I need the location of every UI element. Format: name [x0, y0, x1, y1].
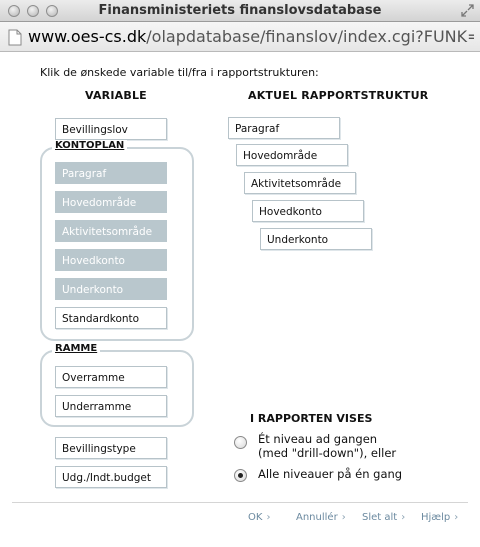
rapport-item-aktivitetsomraade[interactable]: Aktivitetsområde [244, 172, 356, 194]
url-domain: www.oes-cs.dk [28, 27, 147, 46]
variable-paragraf[interactable]: Paragraf [55, 162, 167, 184]
help-label: Hjælp [421, 512, 451, 523]
zoom-window-button[interactable] [46, 5, 58, 17]
variable-heading: VARIABLE [85, 89, 147, 102]
ok-label: OK [248, 512, 263, 523]
close-window-button[interactable] [8, 5, 20, 17]
clear-all-label: Slet alt [362, 512, 398, 523]
fullscreen-icon[interactable] [461, 4, 474, 17]
vises-heading: I RAPPORTEN VISES [250, 412, 373, 425]
chevron-right-icon: › [341, 512, 346, 523]
ok-button[interactable]: OK› [248, 512, 270, 523]
rapport-item-hovedkonto[interactable]: Hovedkonto [252, 200, 364, 222]
url-text[interactable]: www.oes-cs.dk/olapdatabase/finanslov/ind… [28, 27, 474, 46]
page-icon [8, 29, 22, 46]
window-titlebar: Finansministeriets finanslovsdatabase [0, 0, 480, 22]
chevron-right-icon: › [401, 512, 406, 523]
instruction-text: Klik de ønskede variable til/fra i rappo… [40, 66, 319, 79]
window-title: Finansministeriets finanslovsdatabase [98, 3, 382, 18]
rapport-heading: AKTUEL RAPPORTSTRUKTUR [248, 89, 429, 102]
clear-all-button[interactable]: Slet alt› [362, 512, 405, 523]
radio-one-level-line1: Ét niveau ad gangen [258, 432, 378, 446]
variable-budget[interactable]: Udg./Indt.budget [55, 466, 167, 488]
url-path: /olapdatabase/finanslov/index.cgi?FUNK=S… [146, 27, 474, 46]
ramme-label: RAMME [52, 343, 101, 354]
variable-aktivitetsomraade[interactable]: Aktivitetsområde [55, 220, 167, 242]
radio-one-level[interactable] [234, 436, 247, 449]
variable-hovedkonto[interactable]: Hovedkonto [55, 249, 167, 271]
chevron-right-icon: › [266, 512, 271, 523]
variable-bevillingstype[interactable]: Bevillingstype [55, 437, 167, 459]
minimize-window-button[interactable] [27, 5, 39, 17]
rapport-item-paragraf[interactable]: Paragraf [228, 117, 340, 139]
variable-bevillingslov[interactable]: Bevillingslov [55, 118, 167, 140]
help-button[interactable]: Hjælp› [421, 512, 458, 523]
kontoplan-label: KONTOPLAN [52, 140, 128, 151]
variable-underramme[interactable]: Underramme [55, 395, 167, 417]
radio-all-levels[interactable] [234, 469, 247, 482]
radio-all-levels-label[interactable]: Alle niveauer på én gang [258, 467, 403, 481]
variable-underkonto[interactable]: Underkonto [55, 278, 167, 300]
address-bar[interactable]: www.oes-cs.dk/olapdatabase/finanslov/ind… [0, 22, 480, 52]
cancel-label: Annullér [296, 512, 338, 523]
ramme-group [40, 350, 194, 427]
cancel-button[interactable]: Annullér› [296, 512, 346, 523]
footer-divider [12, 502, 468, 503]
radio-one-level-label[interactable]: Ét niveau ad gangen (med "drill-down"), … [258, 432, 396, 460]
variable-overramme[interactable]: Overramme [55, 366, 167, 388]
radio-one-level-line2: (med "drill-down"), eller [258, 446, 397, 460]
variable-hovedomraade[interactable]: Hovedområde [55, 191, 167, 213]
rapport-item-underkonto[interactable]: Underkonto [260, 228, 372, 250]
rapport-item-hovedomraade[interactable]: Hovedområde [236, 144, 348, 166]
chevron-right-icon: › [454, 512, 459, 523]
variable-standardkonto[interactable]: Standardkonto [55, 307, 167, 329]
